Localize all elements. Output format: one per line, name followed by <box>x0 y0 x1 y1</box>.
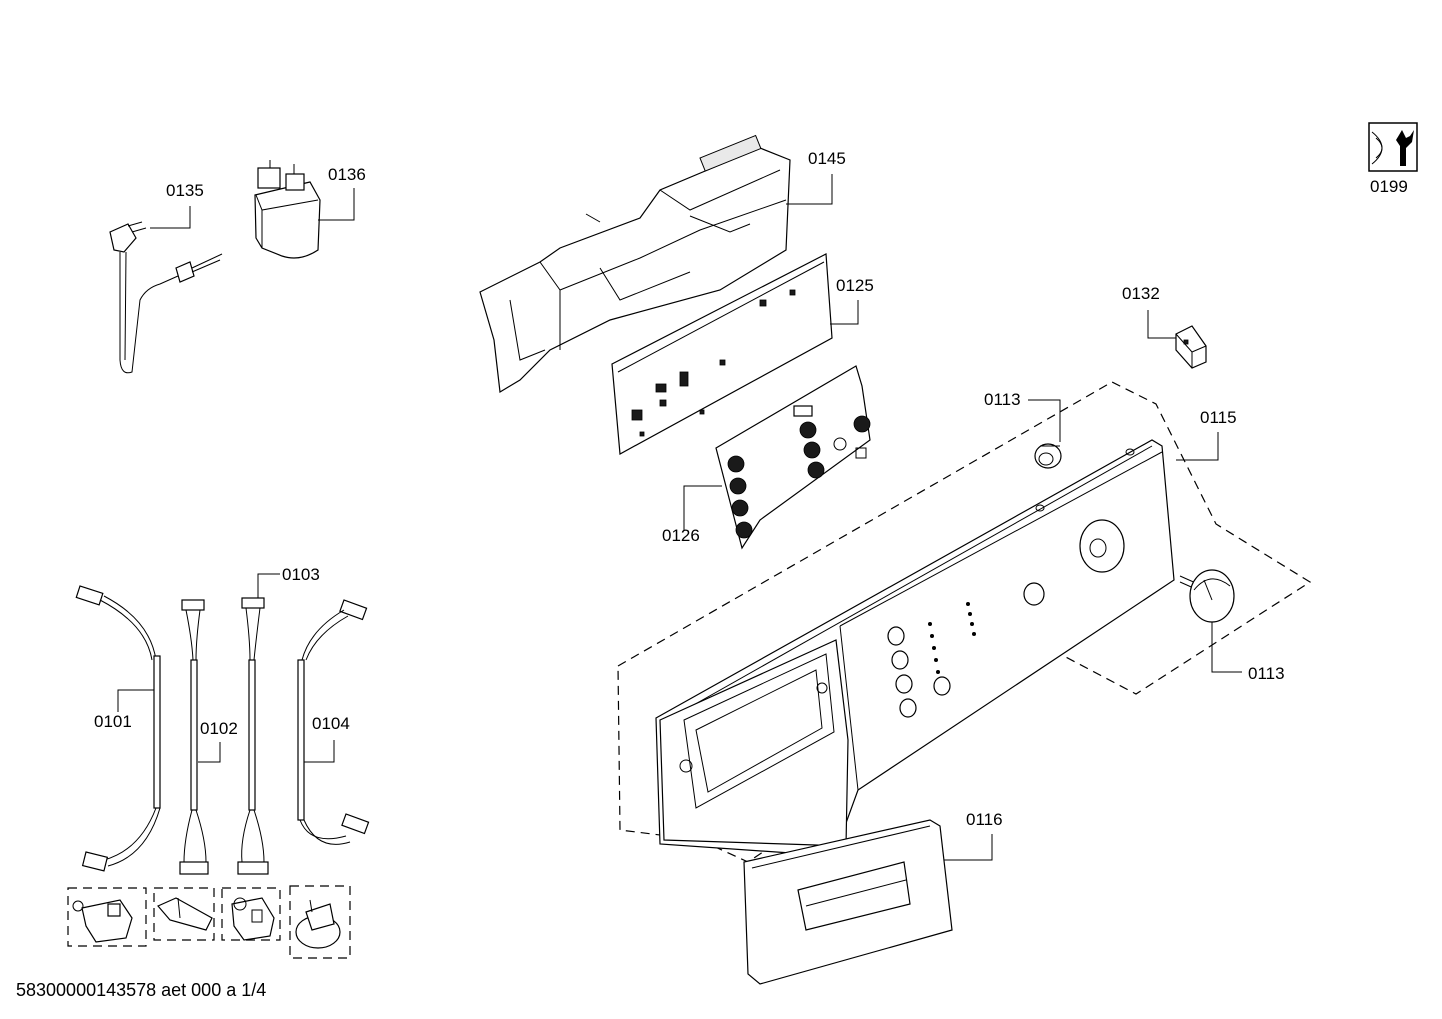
label-0103: 0103 <box>282 565 320 584</box>
label-0125: 0125 <box>836 276 874 295</box>
drawer-handle-0116 <box>743 819 953 985</box>
leader-0132 <box>1147 310 1176 339</box>
component-box-sensor <box>153 887 215 941</box>
control-panel-0115 <box>655 439 1175 857</box>
wire-harness-0101 <box>75 585 161 872</box>
label-0132: 0132 <box>1122 284 1160 303</box>
label-0199: 0199 <box>1370 177 1408 196</box>
program-knob-0113-lower <box>1179 569 1235 623</box>
bracket-0132 <box>1175 325 1207 369</box>
wire-harness-0104 <box>297 599 370 845</box>
component-box-valve <box>67 887 147 947</box>
wire-harness-0103 <box>237 597 269 875</box>
wire-harness-0102 <box>179 599 209 875</box>
label-0113-upper: 0113 <box>984 390 1021 409</box>
leader-0113-lower <box>1211 622 1242 673</box>
leader-0102 <box>198 742 221 763</box>
label-0113-lower: 0113 <box>1248 664 1285 683</box>
label-0104: 0104 <box>312 714 350 733</box>
label-0115: 0115 <box>1200 408 1237 427</box>
leader-0103 <box>257 573 280 598</box>
knob-insert-0113-upper <box>1034 443 1062 469</box>
leader-0116 <box>944 834 993 861</box>
label-0102: 0102 <box>200 719 238 738</box>
leader-0104 <box>304 740 335 763</box>
label-0116: 0116 <box>966 810 1003 829</box>
leader-0145 <box>786 174 833 205</box>
module-housing-0145 <box>479 134 791 393</box>
label-0126: 0126 <box>662 526 700 545</box>
control-board-0125 <box>611 253 833 455</box>
leader-0113-upper <box>1028 399 1061 442</box>
interference-filter-0136 <box>254 160 321 259</box>
leader-0125 <box>830 300 859 325</box>
label-0101: 0101 <box>94 712 132 731</box>
label-0135: 0135 <box>166 181 204 200</box>
wrench-icon <box>1368 122 1418 172</box>
component-box-motor-part <box>221 887 281 941</box>
leader-0115 <box>1176 432 1219 461</box>
leader-0126 <box>683 485 722 530</box>
label-0136: 0136 <box>328 165 366 184</box>
leader-0136 <box>318 188 355 221</box>
component-box-pressure-switch <box>289 885 351 959</box>
display-board-0126 <box>715 365 871 550</box>
power-cord-0135 <box>109 221 223 374</box>
leader-0135 <box>150 206 191 229</box>
document-code: 58300000143578 aet 000 a 1/4 <box>16 980 267 1000</box>
label-0145: 0145 <box>808 149 846 168</box>
leader-0101 <box>117 689 154 712</box>
